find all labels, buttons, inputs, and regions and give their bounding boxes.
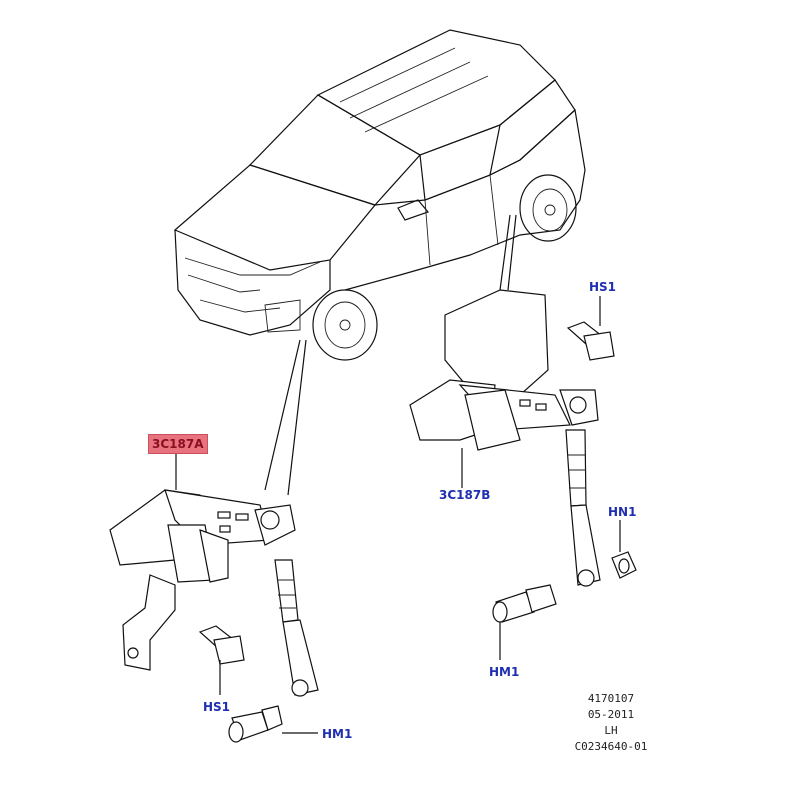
ref-side: LH <box>604 724 618 737</box>
bolt-hs1-right-drawing <box>566 296 615 361</box>
ref-number: 4170107 <box>587 692 635 705</box>
label-3c187b[interactable]: 3C187B <box>439 488 491 502</box>
ball-hm1-right-drawing <box>492 584 557 660</box>
label-hn1[interactable]: HN1 <box>608 505 637 519</box>
leader-lines <box>264 214 517 496</box>
ball-hm1-left-drawing <box>228 705 318 743</box>
ref-code: C0234640-01 <box>574 740 648 753</box>
label-hs1-right[interactable]: HS1 <box>589 280 617 294</box>
sensor-3c187b-drawing <box>409 289 601 587</box>
nut-hn1-drawing <box>611 520 637 579</box>
label-hm1-left[interactable]: HM1 <box>322 727 353 741</box>
vehicle-outline <box>173 29 586 361</box>
ref-date: 05-2011 <box>587 708 635 721</box>
sensor-3c187a-drawing <box>109 489 319 697</box>
bolt-hs1-left-drawing <box>198 625 245 695</box>
label-hs1-left[interactable]: HS1 <box>203 700 231 714</box>
label-3c187a[interactable]: 3C187A <box>148 434 208 454</box>
label-hm1-right[interactable]: HM1 <box>489 665 520 679</box>
